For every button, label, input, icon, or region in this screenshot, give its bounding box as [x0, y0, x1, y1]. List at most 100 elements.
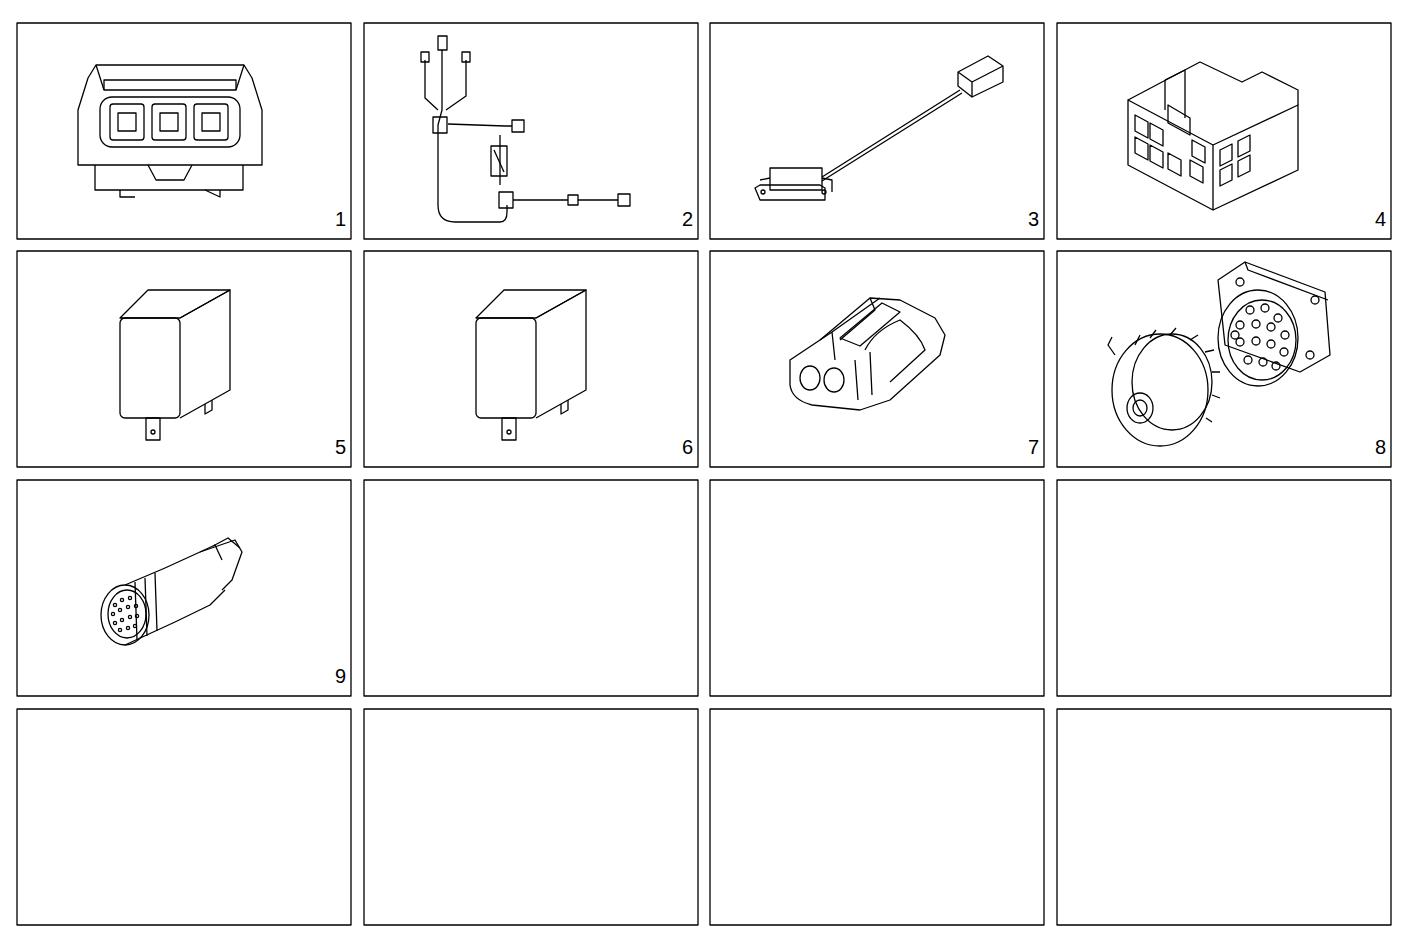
wiring-harness-drawing-part: [618, 194, 630, 206]
connector-housing-drawing-part: [160, 113, 178, 131]
callout-number: 6: [681, 436, 694, 458]
round-connector-drawing-part: [1132, 334, 1212, 430]
relay-drawing-part: [146, 418, 160, 440]
connector-housing-drawing-part: [194, 104, 228, 140]
round-connector-drawing-part: [1228, 300, 1296, 380]
panel-frames-part: [364, 480, 698, 696]
plug-connector-drawing: [790, 298, 945, 410]
panel-frames-part: [17, 480, 351, 696]
wiring-harness-drawing-part: [433, 117, 447, 133]
callout-number: 3: [1027, 208, 1040, 230]
wiring-harness-drawing-part: [446, 60, 466, 110]
multi-pin-connector-drawing-part: [1135, 115, 1163, 146]
wiring-harness-drawing-part: [512, 120, 524, 132]
round-connector-drawing-part: [1245, 262, 1328, 300]
sensor-drawing-part: [761, 190, 765, 194]
round-connector-drawing-part: [1135, 328, 1220, 422]
connector-housing-drawing-part: [96, 65, 244, 90]
cylinder-connector-drawing-part: [200, 540, 242, 590]
round-connector-drawing-part: [1252, 320, 1260, 328]
cylinder-connector-drawing: [101, 538, 242, 645]
sensor-drawing-part: [822, 90, 962, 181]
round-connector-drawing-part: [1236, 321, 1244, 329]
multi-pin-connector-drawing-part: [1128, 62, 1298, 105]
cylinder-connector-drawing-part: [128, 596, 131, 599]
cylinder-connector-drawing-part: [113, 621, 116, 624]
multi-pin-connector-drawing: [1128, 62, 1298, 210]
round-connector-drawing-part: [1246, 306, 1254, 314]
relay-drawing-part: [151, 430, 155, 434]
relay-drawing-part: [502, 418, 516, 440]
connector-housing-drawing-part: [100, 97, 240, 147]
cylinder-connector-drawing-part: [120, 618, 123, 621]
panel-frames-part: [710, 251, 1044, 467]
plug-connector-drawing-part: [824, 368, 844, 392]
round-connector-drawing-part: [1236, 278, 1244, 286]
wiring-harness-drawing-part: [462, 52, 470, 62]
panel-frames-part: [710, 23, 1044, 239]
connector-housing-drawing-part: [104, 80, 236, 90]
cylinder-connector-drawing-part: [111, 612, 114, 615]
panel-frames-part: [364, 251, 698, 467]
relay-drawing: [120, 290, 230, 440]
connector-housing-drawing-part: [152, 104, 186, 140]
connector-housing-drawing-part: [118, 113, 136, 131]
round-connector-drawing-part: [1108, 337, 1115, 355]
round-connector-drawing-part: [1112, 334, 1208, 446]
relay-drawing-part: [120, 318, 180, 418]
round-connector-drawing-part: [1236, 338, 1244, 346]
wiring-harness-drawing-part: [421, 52, 429, 62]
cylinder-connector-drawing-part: [113, 603, 116, 606]
multi-pin-connector-drawing-part: [1220, 144, 1232, 186]
panel-frames-part: [17, 23, 351, 239]
wiring-harness-drawing-part: [494, 150, 504, 172]
cylinder-connector-drawing-part: [101, 585, 149, 645]
multi-pin-connector-drawing-part: [1238, 135, 1250, 177]
cylinder-connector-drawing-part: [213, 538, 240, 548]
plug-connector-drawing-part: [865, 320, 925, 382]
cylinder-connector-drawing-part: [126, 605, 129, 608]
relay-drawing-part: [536, 290, 586, 418]
connector-housing-drawing-part: [148, 165, 192, 180]
round-connector-drawing-part: [1306, 351, 1314, 359]
callout-number: 7: [1027, 436, 1040, 458]
callout-number: 4: [1374, 208, 1387, 230]
cylinder-connector-drawing-part: [126, 626, 129, 629]
connector-housing-drawing-part: [95, 165, 243, 190]
plug-connector-drawing-part: [855, 352, 872, 400]
round-connector-drawing-part: [1244, 356, 1252, 364]
callout-number: 9: [334, 665, 347, 687]
round-connector-drawing-part: [1311, 296, 1319, 304]
sensor-drawing-part: [770, 168, 822, 190]
panel-frames-part: [1057, 251, 1391, 467]
round-connector-drawing-part: [1281, 331, 1289, 339]
sensor-drawing-part: [755, 185, 825, 200]
round-connector-drawing-part: [1274, 314, 1282, 322]
sensor-drawing-part: [958, 56, 1003, 97]
callout-number: 2: [681, 208, 694, 230]
cylinder-connector-drawing-part: [128, 615, 131, 618]
round-connector-drawing-part: [1252, 337, 1260, 345]
cylinder-connector-drawing-part: [118, 628, 121, 631]
panel-frames-part: [1057, 709, 1391, 925]
relay-drawing-part: [476, 290, 586, 318]
panel-frames-part: [17, 709, 351, 925]
wiring-harness-drawing-part: [438, 36, 447, 50]
round-connector-drawing-part: [1261, 304, 1269, 312]
multi-pin-connector-drawing-part: [1128, 100, 1213, 210]
connector-housing-drawing-part: [78, 65, 262, 165]
relay-drawing-part: [561, 400, 568, 414]
multi-pin-connector-drawing-part: [1190, 140, 1205, 183]
cylinder-connector-drawing-part: [118, 608, 121, 611]
connector-housing-drawing-part: [110, 104, 144, 140]
panel-frames-part: [17, 251, 351, 467]
cylinder-connector-drawing-part: [165, 545, 225, 622]
wiring-harness-drawing-part: [448, 124, 512, 126]
relay-drawing-part: [120, 290, 230, 318]
wiring-harness-drawing-part: [568, 195, 578, 205]
round-connector-drawing-part: [1267, 340, 1275, 348]
round-connector-drawing-part: [1127, 393, 1153, 423]
round-connector-drawing-part: [1231, 331, 1239, 339]
panel-frames-part: [364, 709, 698, 925]
